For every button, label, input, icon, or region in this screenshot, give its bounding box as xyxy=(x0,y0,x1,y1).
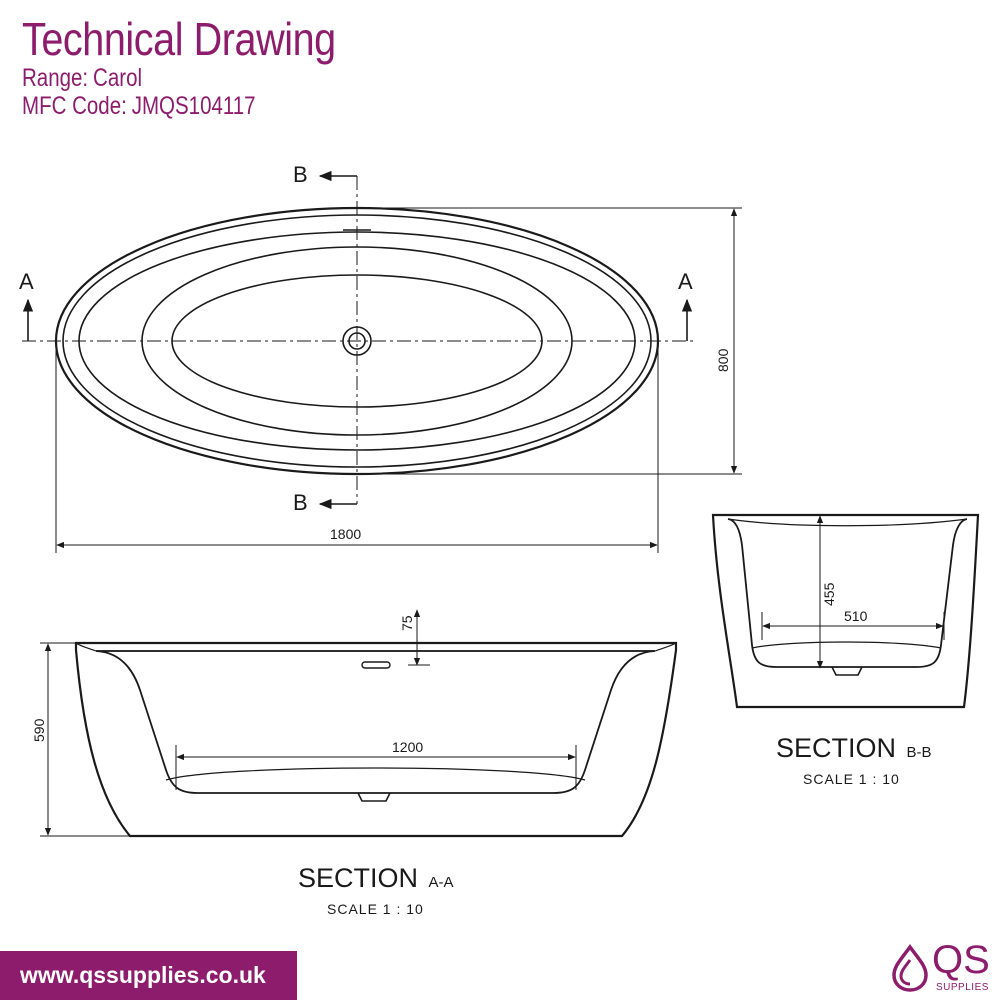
range-value: Carol xyxy=(93,64,143,92)
section-bb-waste xyxy=(831,666,863,676)
mfc-value: JMQS104117 xyxy=(131,92,256,120)
section-aa-title: SECTION A-A xyxy=(298,863,453,893)
section-aa-waste xyxy=(357,792,391,802)
droplet-logo-icon xyxy=(892,944,928,992)
section-bb-height-label: 455 xyxy=(821,582,837,606)
section-aa-length-label: 1200 xyxy=(392,739,423,755)
section-bb-title: SECTION B-B xyxy=(776,733,931,763)
marker-a-right: A xyxy=(678,269,693,294)
section-aa-outer-shell xyxy=(74,641,678,838)
logo-sub: SUPPLIES xyxy=(936,982,989,993)
mfc-label: MFC Code: xyxy=(22,92,127,120)
mfc-line: MFC Code:JMQS104117 xyxy=(22,92,321,120)
plan-depth-label: 800 xyxy=(715,348,731,372)
section-aa-scale: SCALE 1 : 10 xyxy=(327,901,424,917)
plan-width-label: 1800 xyxy=(330,526,361,542)
marker-b-bottom: B xyxy=(293,490,308,515)
header: Technical Drawing Range:Carol MFC Code:J… xyxy=(22,14,387,120)
plan-view xyxy=(22,170,742,553)
section-aa-view xyxy=(40,609,678,838)
section-bb-scale: SCALE 1 : 10 xyxy=(803,771,900,787)
logo-mark: QS xyxy=(932,938,990,982)
footer-banner: www.qssupplies.co.uk xyxy=(0,951,297,1000)
section-bb-inner-cavity xyxy=(727,518,968,668)
section-aa-inner-cavity xyxy=(95,650,656,794)
qs-supplies-logo: QS SUPPLIES xyxy=(890,938,994,996)
footer-url[interactable]: www.qssupplies.co.uk xyxy=(20,962,266,988)
marker-b-top: B xyxy=(293,162,308,187)
section-aa-height-label: 590 xyxy=(31,718,47,742)
range-line: Range:Carol xyxy=(22,64,321,92)
section-bb-width-label: 510 xyxy=(844,608,868,624)
range-label: Range: xyxy=(22,64,89,92)
marker-a-left: A xyxy=(19,269,34,294)
section-bb-view xyxy=(711,513,980,709)
section-bb-outer-shell xyxy=(711,513,980,709)
section-aa-rim-label: 75 xyxy=(399,615,415,631)
page-title: Technical Drawing xyxy=(22,13,336,65)
section-aa-overflow xyxy=(361,661,391,669)
